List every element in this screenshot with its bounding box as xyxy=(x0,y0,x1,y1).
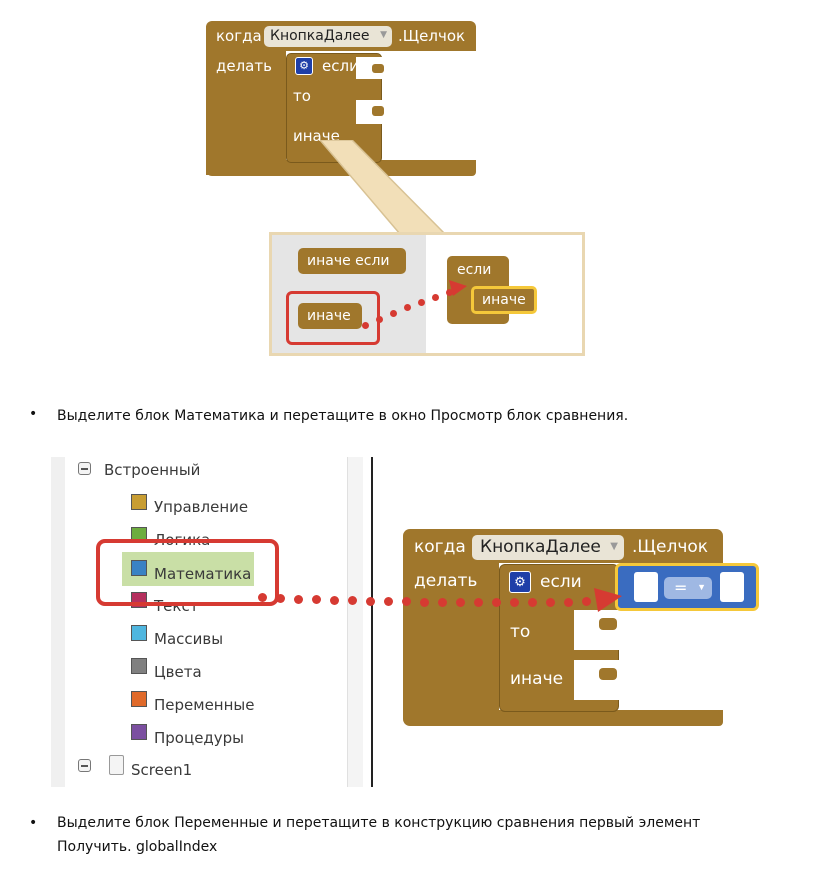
target-else-label: иначе xyxy=(482,292,526,308)
callout-wedge xyxy=(319,140,447,235)
folder-icon-colors xyxy=(131,658,147,674)
event-click-label-bottom: .Щелчок xyxy=(632,537,709,557)
event-when-label-bottom: когда xyxy=(414,537,466,557)
chevron-down-icon: ▼ xyxy=(697,582,706,592)
do-label: делать xyxy=(216,57,272,75)
component-dropdown-bottom[interactable]: КнопкаДалее ▼ xyxy=(472,535,624,560)
folder-icon-lists xyxy=(131,625,147,641)
chevron-down-icon: ▼ xyxy=(610,541,618,552)
collapse-icon-screen[interactable] xyxy=(78,759,91,772)
highlight-frame-math xyxy=(96,539,279,606)
folder-icon-math xyxy=(131,560,147,576)
event-click-label: .Щелчок xyxy=(398,27,466,45)
instruction-step1: Выделите блок Математика и перетащите в … xyxy=(57,408,629,424)
else-if-block[interactable] xyxy=(298,248,406,274)
component-dropdown[interactable]: КнопкаДалее ▼ xyxy=(264,26,392,47)
else-if-label: иначе если xyxy=(307,253,390,269)
bullet-2: • xyxy=(29,815,38,831)
compare-right-socket[interactable] xyxy=(720,572,744,602)
screen-icon xyxy=(109,755,124,775)
tree-root-label[interactable]: Встроенный xyxy=(104,461,201,479)
folder-icon-procedures xyxy=(131,724,147,740)
tree-item-colors[interactable]: Цвета xyxy=(154,663,202,681)
target-if-label: если xyxy=(457,262,492,278)
folder-icon-variables xyxy=(131,691,147,707)
then-label: то xyxy=(293,87,311,105)
component-name: КнопкаДалее xyxy=(270,28,370,44)
panel-divider xyxy=(371,457,373,787)
tree-item-text[interactable]: Текст xyxy=(154,597,199,615)
collapse-icon[interactable] xyxy=(78,462,91,475)
else-block-label: иначе xyxy=(307,308,351,324)
tree-item-screen[interactable]: Screen1 xyxy=(131,761,193,779)
gear-icon[interactable]: ⚙ xyxy=(295,57,313,75)
compare-op-dropdown[interactable]: = ▼ xyxy=(664,577,712,599)
compare-op: = xyxy=(674,578,688,597)
scrollbar[interactable] xyxy=(347,457,363,787)
instruction-step2-line1: Выделите блок Переменные и перетащите в … xyxy=(57,815,701,831)
tree-item-math[interactable]: Математика xyxy=(154,565,252,583)
else-label-bottom: иначе xyxy=(510,669,564,689)
event-when-label: когда xyxy=(216,27,262,45)
else-block[interactable] xyxy=(298,303,362,329)
do-label-bottom: делать xyxy=(414,571,478,591)
instruction-step2-line2: Получить. globalIndex xyxy=(57,839,218,855)
if-label: если xyxy=(322,57,359,75)
component-name-bottom: КнопкаДалее xyxy=(480,537,601,557)
chevron-down-icon: ▼ xyxy=(380,30,387,40)
folder-icon-control xyxy=(131,494,147,510)
then-label-bottom: то xyxy=(510,622,531,642)
tree-item-variables[interactable]: Переменные xyxy=(154,696,255,714)
if-label-bottom: если xyxy=(540,572,582,592)
target-else-block[interactable] xyxy=(471,286,537,314)
highlight-frame xyxy=(286,291,380,345)
tree-item-procedures[interactable]: Процедуры xyxy=(154,729,245,747)
tree-panel-inner xyxy=(65,457,347,787)
tree-item-control[interactable]: Управление xyxy=(154,498,249,516)
compare-left-socket[interactable] xyxy=(634,572,658,602)
bullet-1: • xyxy=(29,406,38,422)
tree-item-lists[interactable]: Массивы xyxy=(154,630,224,648)
gear-icon[interactable]: ⚙ xyxy=(509,571,531,593)
